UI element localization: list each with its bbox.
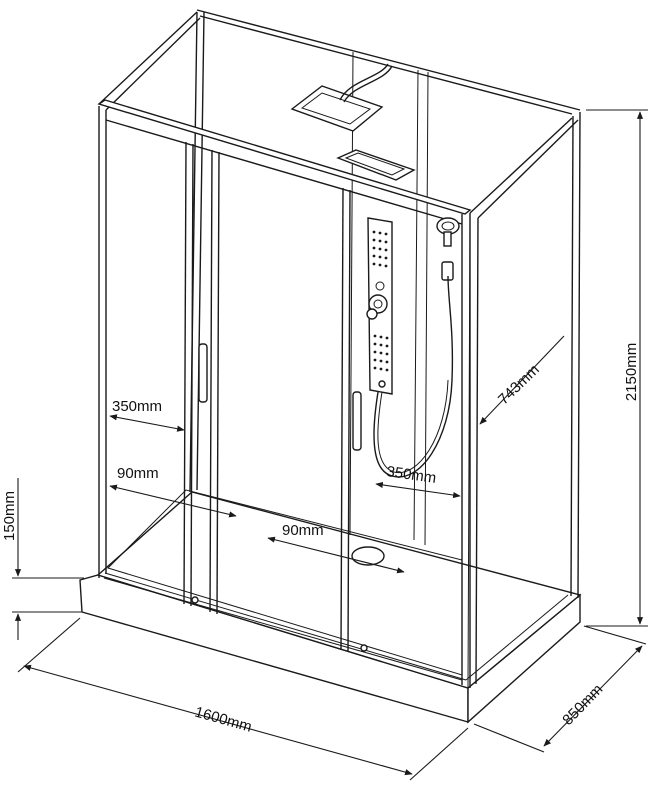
back-frame — [98, 9, 581, 546]
door-gap-left-dimension: 90mm — [109, 465, 237, 518]
front-frame — [97, 99, 472, 688]
hand-shower — [373, 217, 460, 478]
side-panel-label: 743mm — [495, 361, 543, 408]
rain-shower-head — [290, 63, 393, 132]
control-knob-icon — [368, 294, 388, 314]
width-label: 1600mm — [193, 704, 254, 736]
side-panel-dimension: 743mm — [479, 335, 565, 425]
depth-label: 850mm — [559, 681, 606, 729]
tray-height-dimension: 150mm — [1, 478, 84, 640]
ceiling-light-icon — [336, 149, 416, 181]
height-label: 2150mm — [623, 343, 640, 401]
height-dimension: 2150mm — [586, 109, 648, 627]
door-handle-left — [198, 343, 208, 403]
body-jets-icon — [372, 230, 389, 372]
drain-dimension: 90mm — [267, 522, 405, 574]
door-opening-left-dimension: 350mm — [109, 398, 185, 432]
door-opening-right-label: 350mm — [385, 463, 437, 487]
door-opening-left-label: 350mm — [112, 398, 162, 415]
door-gap-left-label: 90mm — [117, 465, 159, 482]
sliding-door-left — [183, 141, 220, 615]
drain-label: 90mm — [282, 522, 324, 539]
door-handle-right — [352, 391, 362, 451]
door-opening-right-dimension: 350mm — [375, 463, 461, 499]
shower-panel — [366, 217, 393, 395]
tray-height-label: 150mm — [1, 491, 18, 541]
